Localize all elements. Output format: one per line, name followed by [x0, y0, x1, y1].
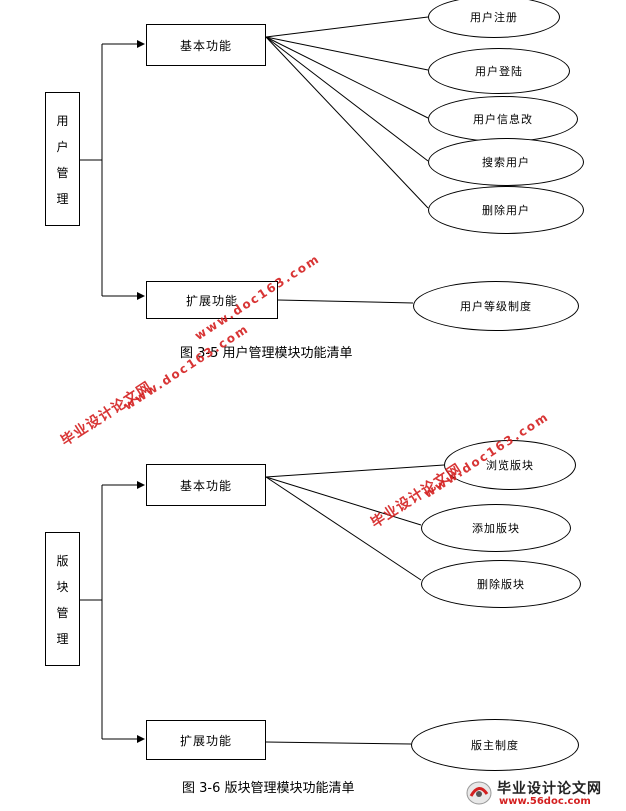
user-feature-ellipse: 用户注册 — [428, 0, 560, 38]
root-char: 管 — [56, 605, 69, 620]
logo-icon — [466, 781, 492, 805]
user-extended-feature-ellipse: 用户等级制度 — [413, 281, 579, 331]
user-management-root-box: 用 户 管 理 — [45, 92, 80, 226]
user-feature-ellipse: 用户信息改 — [428, 96, 578, 142]
root-char: 户 — [56, 139, 69, 154]
site-logo: 毕业设计论文网 www.56doc.com — [465, 778, 623, 810]
root-char: 用 — [56, 113, 69, 128]
logo-text: 毕业设计论文网 — [497, 781, 602, 797]
section-feature-ellipse: 删除版块 — [421, 560, 581, 608]
section-feature-ellipse: 浏览版块 — [444, 440, 576, 490]
section-management-root-box: 版 块 管 理 — [45, 532, 80, 666]
section-extended-feature-ellipse: 版主制度 — [411, 719, 579, 771]
section-extended-functions-box: 扩展功能 — [146, 720, 266, 760]
figure-caption: 图 3-5 用户管理模块功能清单 — [180, 346, 353, 361]
user-feature-ellipse: 搜索用户 — [428, 138, 584, 186]
root-char: 块 — [56, 579, 69, 594]
root-char: 管 — [56, 165, 69, 180]
logo-url: www.56doc.com — [499, 796, 591, 807]
section-feature-ellipse: 添加版块 — [421, 504, 571, 552]
user-extended-functions-box: 扩展功能 — [146, 281, 278, 319]
user-feature-ellipse: 用户登陆 — [428, 48, 570, 94]
root-char: 理 — [56, 191, 69, 206]
user-basic-functions-box: 基本功能 — [146, 24, 266, 66]
figure-caption: 图 3-6 版块管理模块功能清单 — [182, 781, 355, 796]
diagram2-connectors — [80, 464, 445, 745]
root-char: 理 — [56, 631, 69, 646]
user-feature-ellipse: 删除用户 — [428, 186, 584, 234]
root-char: 版 — [56, 553, 69, 568]
section-basic-functions-box: 基本功能 — [146, 464, 266, 506]
diagram1-connectors — [80, 16, 429, 304]
